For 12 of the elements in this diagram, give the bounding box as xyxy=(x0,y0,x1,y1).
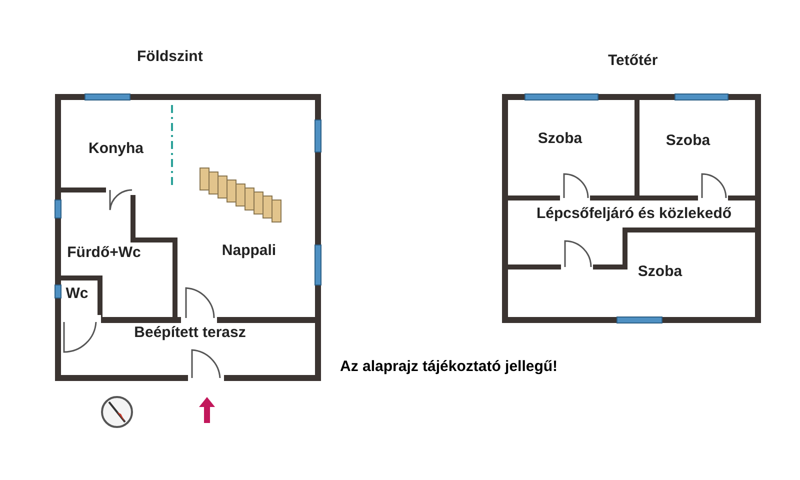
room-label: Nappali xyxy=(205,238,293,262)
room-label: Lépcsőfeljáró és közlekedő xyxy=(512,201,756,225)
room-label: Szoba xyxy=(648,128,728,152)
room-label: Wc xyxy=(62,282,92,304)
room-label: Konyha xyxy=(70,136,162,160)
note-text: Az alaprajz tájékoztató jellegű! xyxy=(340,358,558,375)
floor-heading: Tetőtér xyxy=(608,52,658,69)
floor-heading: Földszint xyxy=(137,48,203,65)
room-label: Szoba xyxy=(610,259,710,283)
room-label: Fürdő+Wc xyxy=(60,240,148,264)
room-label: Beépített terasz xyxy=(100,322,280,342)
room-label: Szoba xyxy=(515,126,605,150)
